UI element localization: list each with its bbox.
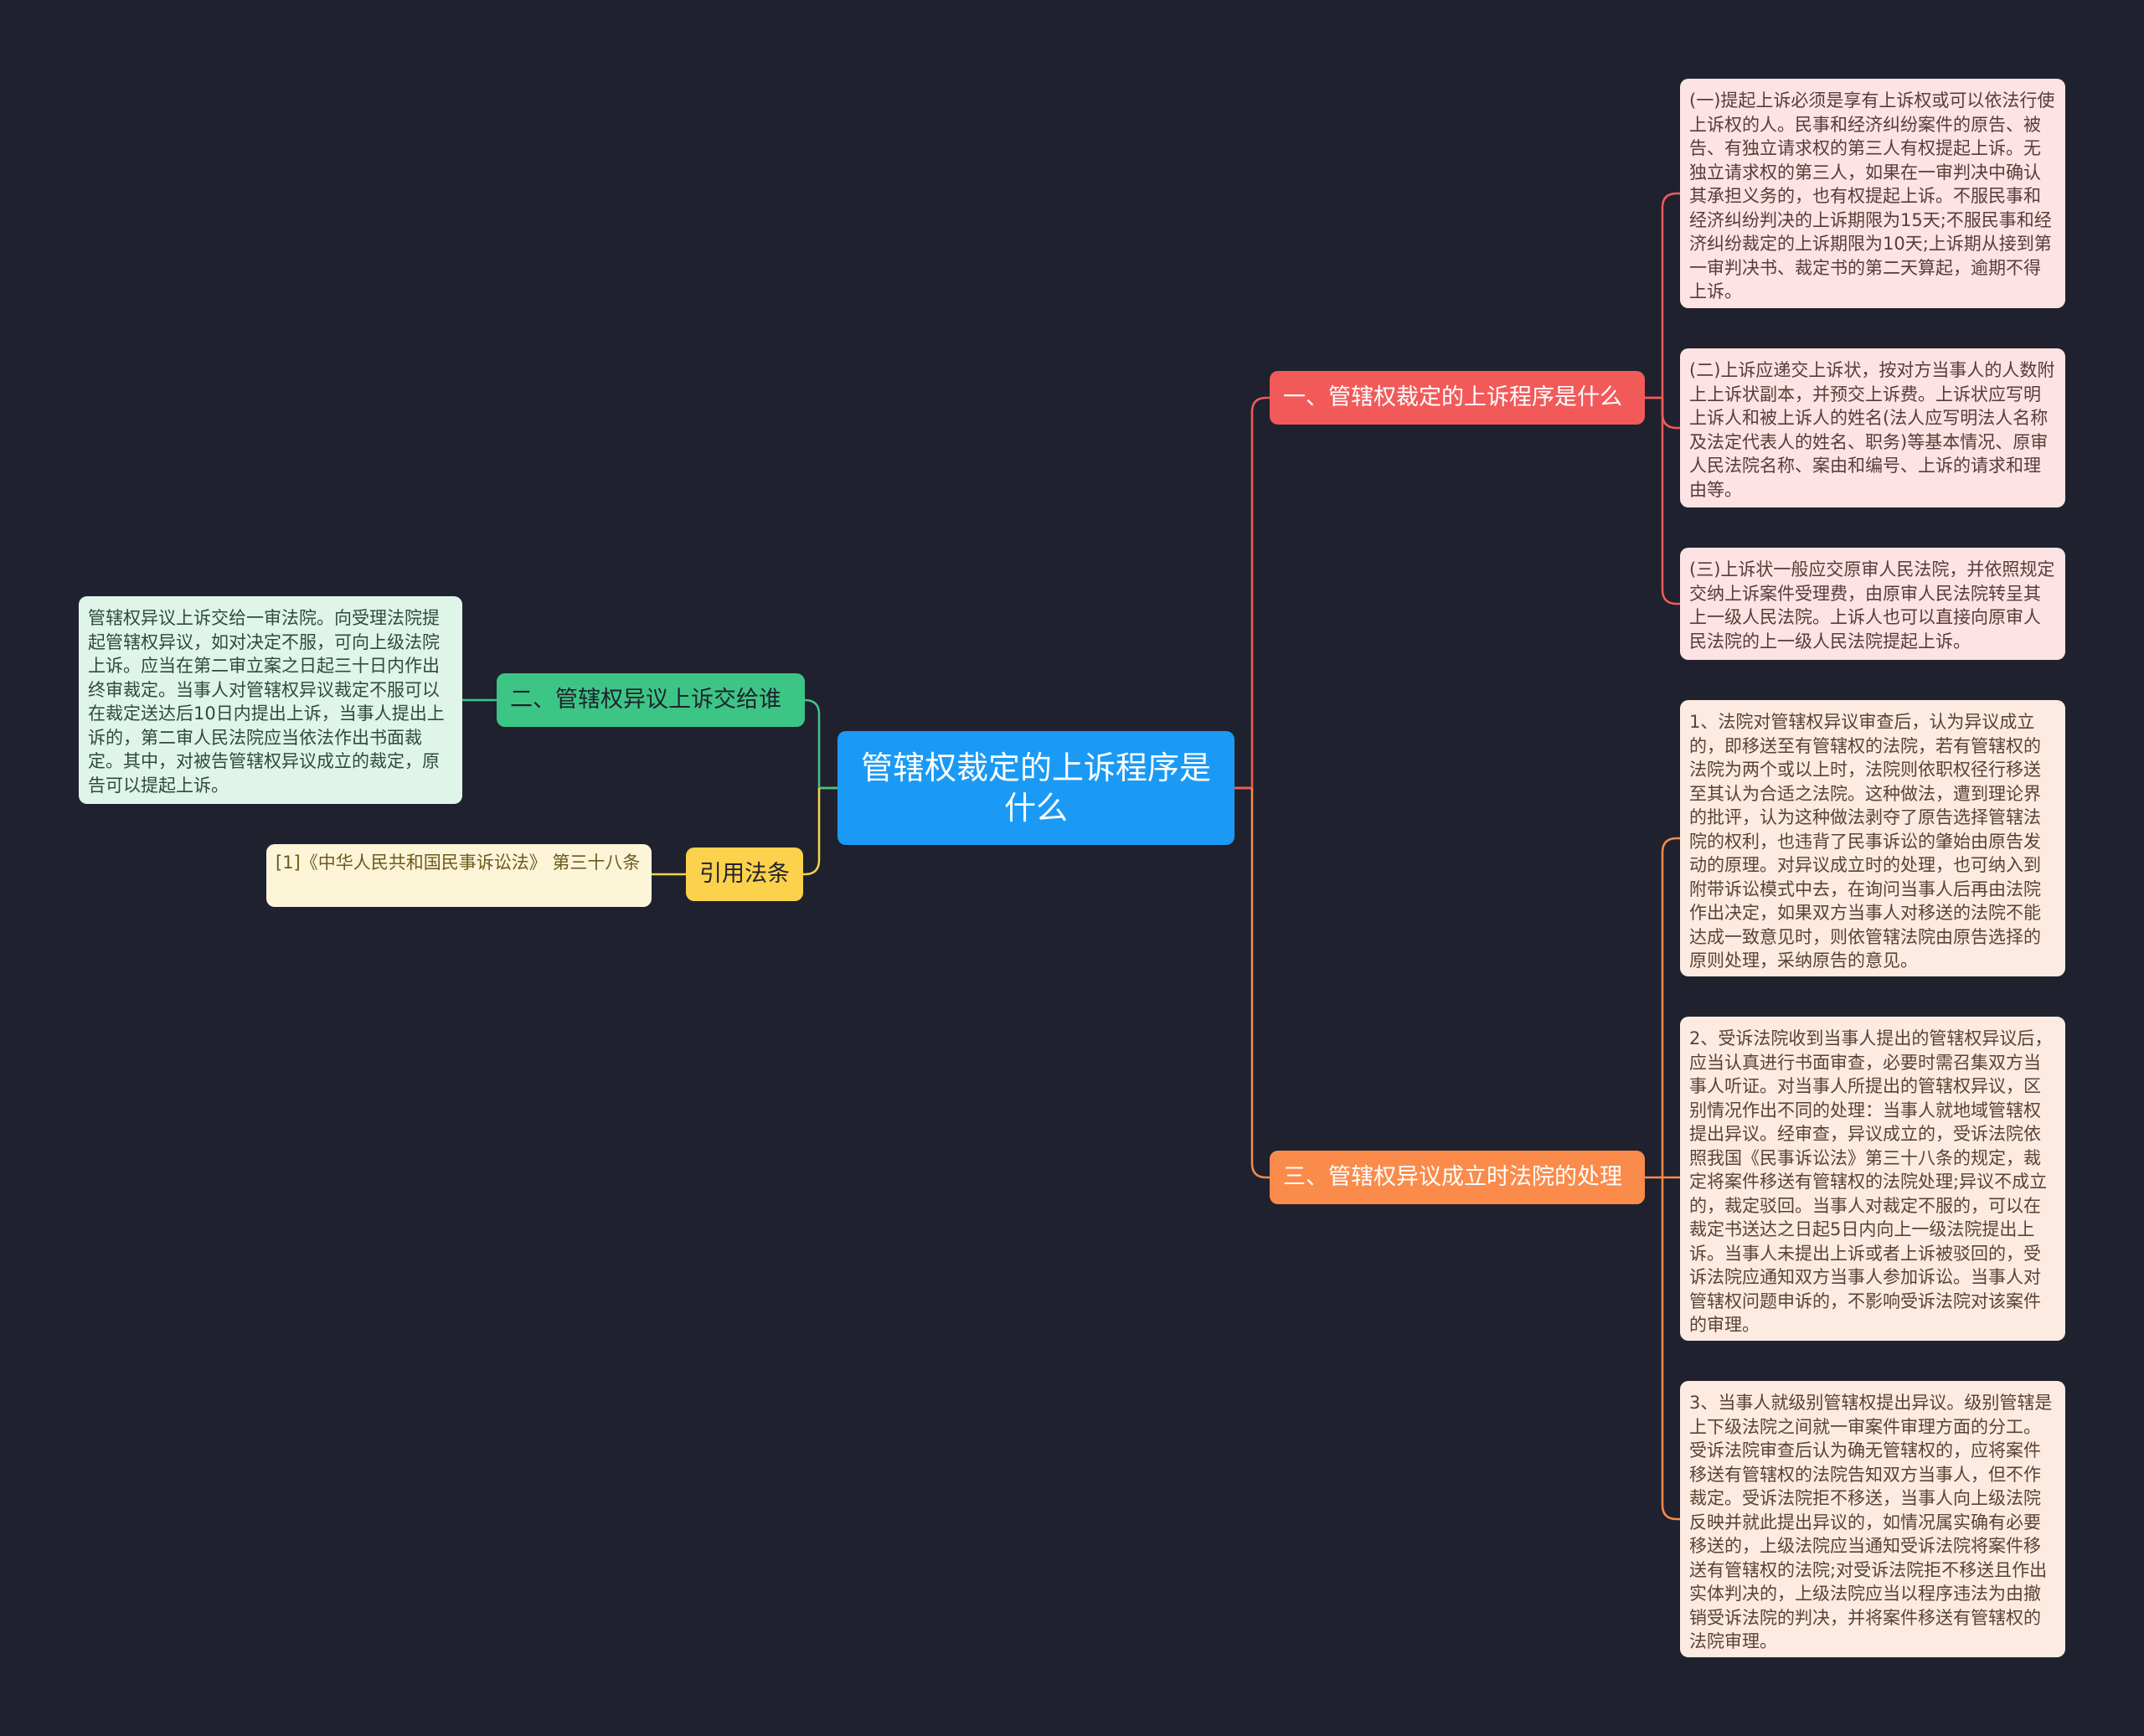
- leaf-text: 管辖权异议上诉交给一审法院。向受理法院提起管辖权异议，如对决定不服，可向上级法院…: [88, 608, 445, 796]
- leaf-text: 3、当事人就级别管辖权提出异议。级别管辖是上下级法院之间就一审案件审理方面的分工…: [1689, 1393, 2053, 1651]
- branch-appeal-procedure[interactable]: 一、管辖权裁定的上诉程序是什么: [1270, 371, 1645, 425]
- leaf-level-jurisdiction[interactable]: 3、当事人就级别管辖权提出异议。级别管辖是上下级法院之间就一审案件审理方面的分工…: [1680, 1381, 2065, 1657]
- link-root-b3: [1250, 788, 1270, 1179]
- leaf-text: 1、法院对管辖权异议审查后，认为异议成立的，即移送至有管辖权的法院，若有管辖权的…: [1689, 712, 2041, 971]
- leaf-appeal-right[interactable]: (一)提起上诉必须是享有上诉权或可以依法行使上诉权的人。民事和经济纠纷案件的原告…: [1680, 79, 2065, 308]
- branch-label: 三、管辖权异议成立时法院的处理: [1283, 1164, 1622, 1190]
- leaf-civil-procedure-law[interactable]: [1]《中华人民共和国民事诉讼法》 第三十八条: [266, 844, 652, 907]
- link-b1-leaf2: [1661, 398, 1680, 430]
- branch-label: 引用法条: [699, 861, 790, 887]
- leaf-objection-established[interactable]: 1、法院对管辖权异议审查后，认为异议成立的，即移送至有管辖权的法院，若有管辖权的…: [1680, 700, 2065, 976]
- link-root-b4: [803, 788, 821, 876]
- root-topic-label: 管辖权裁定的上诉程序是什么: [860, 750, 1211, 827]
- link-root-b2: [804, 698, 838, 790]
- link-b1-leaf1: [1645, 192, 1680, 399]
- leaf-text: 2、受诉法院收到当事人提出的管辖权异议后，应当认真进行书面审查，必要时需召集双方…: [1689, 1028, 2053, 1335]
- branch-label: 一、管辖权裁定的上诉程序是什么: [1283, 384, 1622, 410]
- branch-label: 二、管辖权异议上诉交给谁: [510, 687, 781, 713]
- link-b3-leaf3: [1661, 1177, 1680, 1521]
- leaf-text: (二)上诉应递交上诉状，按对方当事人的人数附上上诉状副本，并预交上诉费。上诉状应…: [1689, 360, 2055, 500]
- branch-cited-laws[interactable]: 引用法条: [686, 847, 803, 901]
- link-b1-leaf3: [1661, 398, 1680, 605]
- root-topic[interactable]: 管辖权裁定的上诉程序是什么: [838, 731, 1234, 845]
- leaf-appeal-to-first-instance[interactable]: 管辖权异议上诉交给一审法院。向受理法院提起管辖权异议，如对决定不服，可向上级法院…: [79, 596, 462, 804]
- link-root-b1: [1234, 396, 1270, 790]
- leaf-appeal-submission[interactable]: (三)上诉状一般应交原审人民法院，并依照规定交纳上诉案件受理费，由原审人民法院转…: [1680, 548, 2065, 660]
- leaf-written-review[interactable]: 2、受诉法院收到当事人提出的管辖权异议后，应当认真进行书面审查，必要时需召集双方…: [1680, 1017, 2065, 1341]
- branch-court-handling[interactable]: 三、管辖权异议成立时法院的处理: [1270, 1151, 1645, 1204]
- branch-appeal-recipient[interactable]: 二、管辖权异议上诉交给谁: [497, 673, 805, 727]
- leaf-text: [1]《中华人民共和国民事诉讼法》 第三十八条: [276, 853, 641, 873]
- link-b3-leaf1: [1645, 837, 1680, 1179]
- leaf-text: (三)上诉状一般应交原审人民法院，并依照规定交纳上诉案件受理费，由原审人民法院转…: [1689, 559, 2055, 652]
- leaf-text: (一)提起上诉必须是享有上诉权或可以依法行使上诉权的人。民事和经济纠纷案件的原告…: [1689, 90, 2055, 301]
- leaf-appeal-petition[interactable]: (二)上诉应递交上诉状，按对方当事人的人数附上上诉状副本，并预交上诉费。上诉状应…: [1680, 348, 2065, 507]
